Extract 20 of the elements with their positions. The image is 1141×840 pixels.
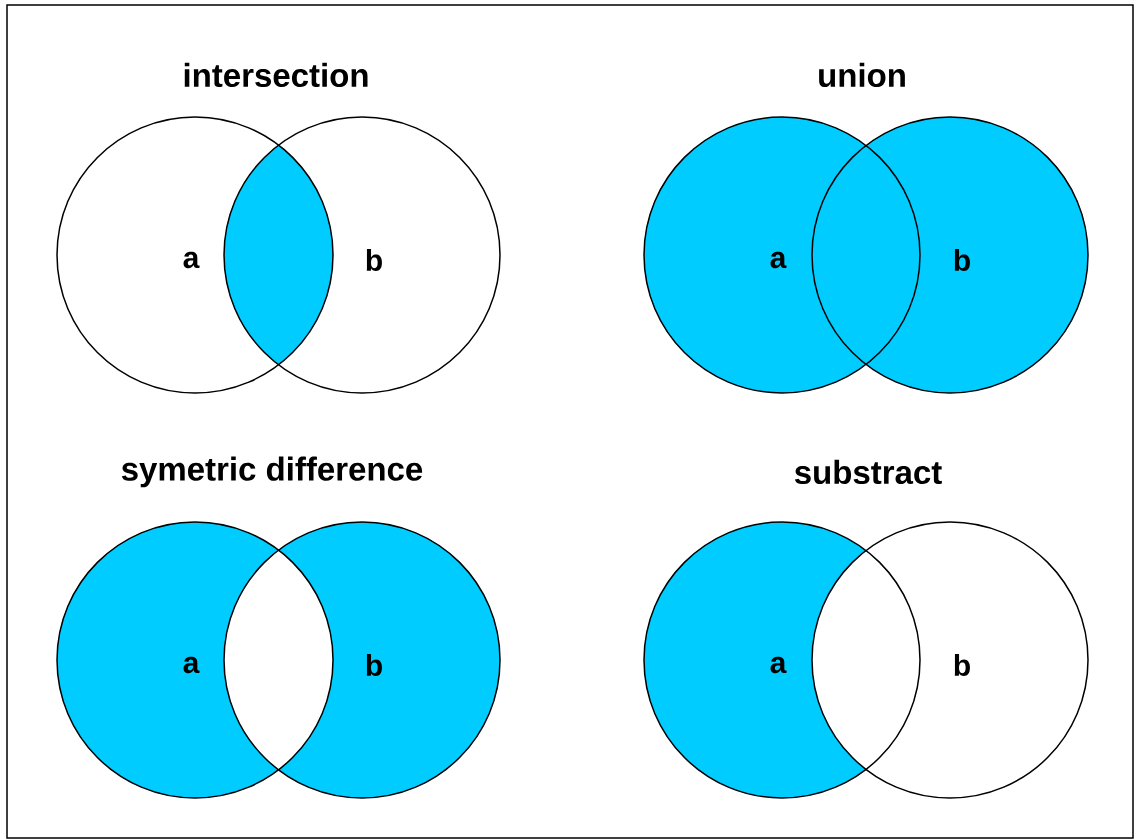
set-circle [223,521,501,799]
panel-title: symetric difference [121,456,423,488]
set-circle [223,116,501,394]
set-label: b [366,248,382,271]
set-label: a [770,251,787,269]
set-label: a [183,656,200,674]
set-circle [811,116,1089,394]
set-label: b [954,248,970,271]
set-circle [56,521,334,799]
set-circle [56,116,334,394]
set-label: b [366,653,382,676]
panel-title: union [819,62,905,88]
set-circle [811,521,1089,799]
set-circle [643,521,921,799]
set-label: a [183,251,200,269]
panel-title: intersection [184,62,368,88]
panel-title: substract [794,459,942,485]
set-label: b [954,653,970,676]
set-label: a [770,656,787,674]
set-circle [643,116,921,394]
